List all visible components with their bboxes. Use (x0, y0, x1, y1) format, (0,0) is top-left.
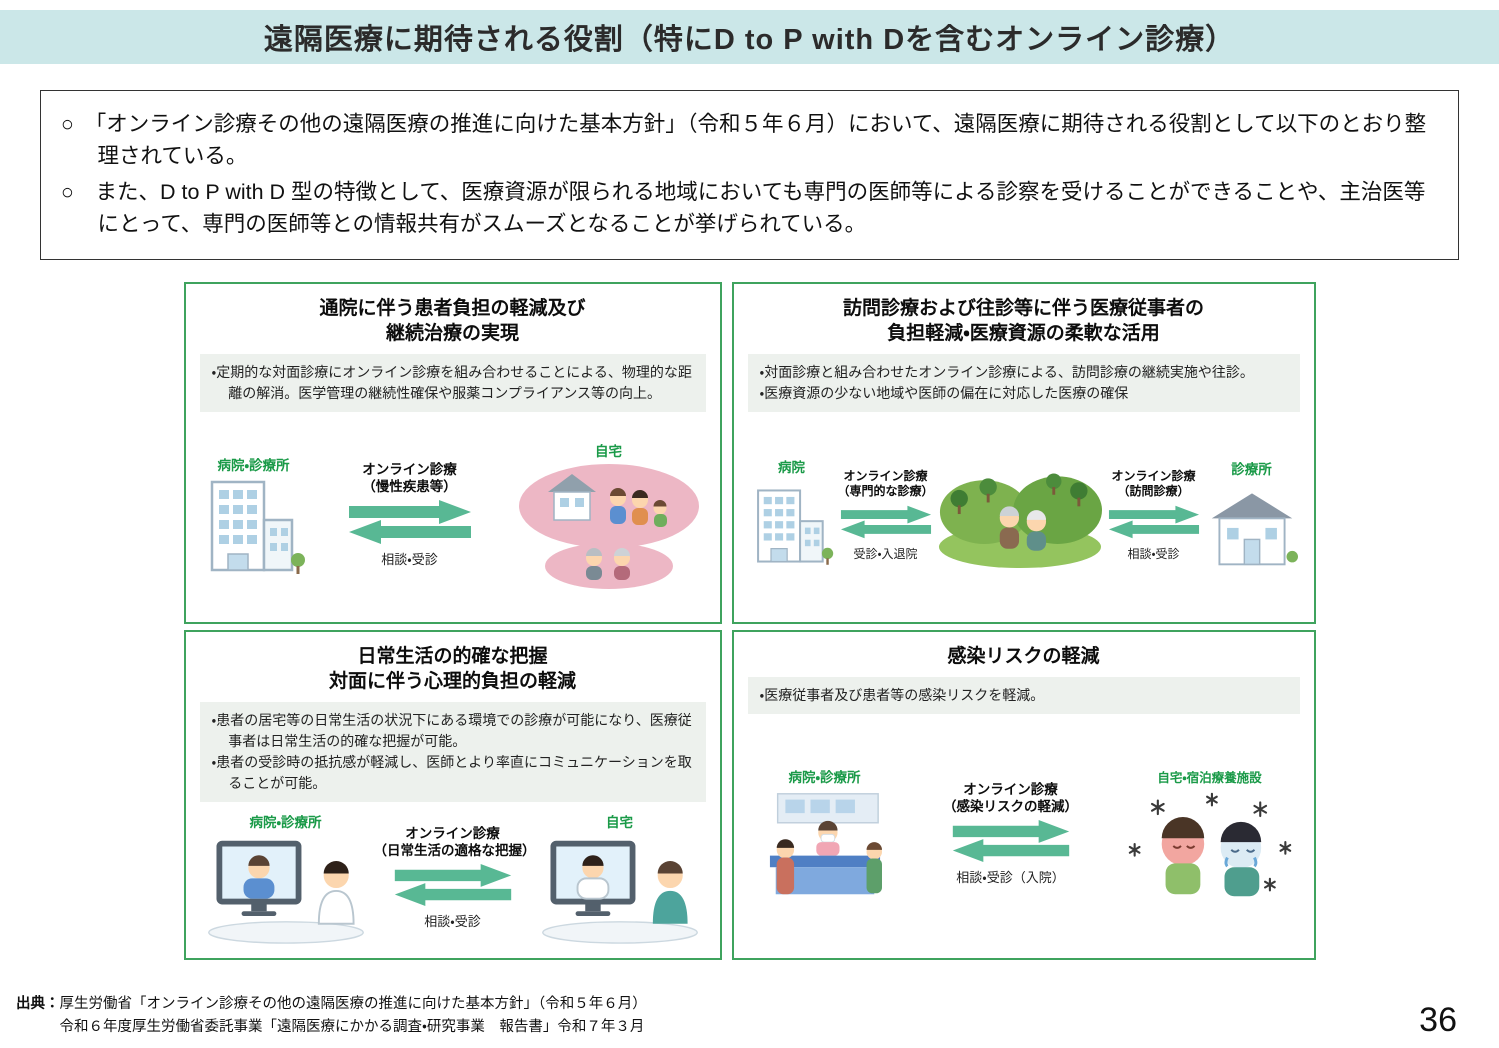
consult-label: 相談・受診 (424, 914, 481, 930)
place-label-home: 自宅 (606, 815, 633, 831)
exchange-arrows-icon (952, 820, 1069, 863)
online-care-label: オンライン診療 （日常生活の適格な把握） (373, 825, 536, 858)
bullet-item: ・医療資源の少ない地域や医師の偏在に対応した医療の確保 (759, 385, 1129, 402)
hospital-column: 病院・診療所 (202, 454, 306, 576)
exchange-arrows-icon (840, 505, 931, 538)
home-family-icon (518, 464, 699, 590)
panel-title: 感染リスクの軽減 (947, 646, 1100, 667)
place-label-hospital: 病院・診療所 (217, 458, 290, 474)
panel-outpatient-burden: 通院に伴う患者負担の軽減及び 継続治療の実現 ・定期的な対面診療にオンライン診療… (183, 282, 722, 624)
place-label-clinic: 診療所 (1231, 462, 1272, 478)
panel-title: 訪問診療および往診等に伴う医療従事者の 負担軽減・医療資源の柔軟な活用 (842, 298, 1204, 345)
panel-bullet-box: ・医療従事者及び患者等の感染リスクを軽減。 (747, 677, 1300, 715)
panel-daily-life-understanding: 日常生活の的確な把握 対面に伴う心理的負担の軽減 ・患者の居宅等の日常生活の状況… (183, 630, 722, 960)
hospital-column: 病院 (750, 456, 834, 574)
place-label-hospital: 病院 (778, 460, 805, 476)
panel-bullet-box: ・患者の居宅等の日常生活の状況下にある環境での診療が可能になり、医療従事者は日常… (199, 702, 706, 803)
reception-icon (769, 793, 882, 895)
panel-illustration: 病院・診療所 オンライン診療 （日常生活の適格な把握） (200, 802, 706, 950)
panel-bullet-box: ・定期的な対面診療にオンライン診療を組み合わせることによる、物理的な距離の解消。… (199, 354, 706, 413)
panel-title: 通院に伴う患者負担の軽減及び 継続治療の実現 (319, 298, 586, 345)
exchange-arrows-icon (348, 500, 471, 545)
home-column: 自宅・宿泊療養施設 (1122, 767, 1298, 902)
place-label-hospital: 病院・診療所 (788, 770, 861, 786)
panel-illustration: 病院 (748, 412, 1300, 614)
arrow-column: オンライン診療 （日常生活の適格な把握） 相談・受診 (373, 825, 536, 931)
panel-infection-risk: 感染リスクの軽減 ・医療従事者及び患者等の感染リスクを軽減。 病院・診療所 (731, 630, 1316, 960)
hospital-icon (756, 489, 833, 565)
panel-home-visit-care: 訪問診療および往診等に伴う医療従事者の 負担軽減・医療資源の柔軟な活用 ・対面診… (731, 282, 1316, 624)
home-column: 自宅 (514, 440, 704, 590)
place-label-home-facility: 自宅・宿泊療養施設 (1157, 770, 1262, 785)
page-number: 36 (1419, 1001, 1457, 1039)
bullet-item: ・対面診療と組み合わせたオンライン診療による、訪問診療の継続実施や往診。 (759, 364, 1254, 381)
page-title-bar: 遠隔医療に期待される役割（特にD to P with Dを含むオンライン診療） (0, 10, 1499, 64)
sick-patients-icon (1128, 792, 1291, 896)
place-label-home: 自宅 (595, 444, 622, 460)
clinic-column: 診療所 (1206, 458, 1298, 572)
exchange-arrows-icon (394, 864, 511, 907)
online-consult-patient-icon (541, 840, 698, 944)
rural-area-column (938, 457, 1102, 573)
online-care-label: オンライン診療 （感染リスクの軽減） (943, 781, 1078, 814)
source-label: 出典： (16, 996, 60, 1013)
panel-illustration: 病院・診療所 (748, 714, 1300, 950)
bullet-item: ・定期的な対面診療にオンライン診療を組み合わせることによる、物理的な距離の解消。… (211, 364, 692, 402)
summary-bullet: ○ また、D to P with D 型の特徴として、医療資源が限られる地域にお… (61, 179, 1426, 236)
online-care-label: オンライン診療 （慢性疾患等） (362, 461, 457, 494)
bullet-item: ・患者の居宅等の日常生活の状況下にある環境での診療が可能になり、医療従事者は日常… (211, 712, 692, 750)
bullet-item: ・医療従事者及び患者等の感染リスクを軽減。 (759, 687, 1045, 704)
consult-label: 相談・受診（入院） (956, 870, 1065, 886)
mountain-village-icon (938, 473, 1102, 569)
exchange-arrows-icon (1108, 505, 1199, 538)
hospital-column: 病院・診療所 (202, 811, 370, 945)
bullet-item: ・患者の受診時の抵抗感が軽減し、医師とより率直にコミュニケーションを取ることが可… (211, 754, 692, 792)
consult-label: 相談・受診 (381, 552, 438, 568)
summary-bullet: ○ 「オンライン診療その他の遠隔医療の推進に向けた基本方針」（令和５年６月）にお… (61, 112, 1427, 169)
summary-box: ○ 「オンライン診療その他の遠隔医療の推進に向けた基本方針」（令和５年６月）にお… (40, 90, 1459, 260)
hospital-icon (210, 480, 305, 575)
clinic-icon (1211, 493, 1298, 566)
source-line: 厚生労働省「オンライン診療その他の遠隔医療の推進に向けた基本方針」（令和５年６月… (59, 996, 647, 1013)
consult-label: 相談・受診 (1127, 546, 1180, 561)
online-consult-doctor-icon (207, 840, 364, 944)
arrow-column: オンライン診療 （感染リスクの軽減） 相談・受診（入院） (943, 782, 1078, 887)
arrow-column: オンライン診療 （慢性疾患等） 相談・受診 (345, 462, 475, 569)
place-label-hospital: 病院・診療所 (249, 815, 322, 831)
panel-illustration: 病院・診療所 (200, 412, 706, 614)
panel-grid: 通院に伴う患者負担の軽減及び 継続治療の実現 ・定期的な対面診療にオンライン診療… (183, 282, 1316, 960)
consult-label: 受診・入退院 (853, 546, 918, 561)
source-line: 令和６年度厚生労働省委託事業「遠隔医療にかかる調査・研究事業 報告書」令和７年３… (59, 1018, 645, 1035)
panel-bullet-box: ・対面診療と組み合わせたオンライン診療による、訪問診療の継続実施や往診。 ・医療… (747, 354, 1300, 413)
home-column: 自宅 (536, 811, 704, 945)
source-lines: 厚生労働省「オンライン診療その他の遠隔医療の推進に向けた基本方針」（令和５年６月… (60, 993, 647, 1038)
online-care-label: オンライン診療 （訪問診療） (1111, 468, 1196, 498)
hospital-column: 病院・診療所 (750, 766, 900, 902)
panel-title: 日常生活の的確な把握 対面に伴う心理的負担の軽減 (328, 646, 576, 693)
footer-source: 出典： 厚生労働省「オンライン診療その他の遠隔医療の推進に向けた基本方針」（令和… (16, 993, 647, 1038)
online-care-label: オンライン診療 （専門的な診療） (837, 468, 934, 498)
page-title: 遠隔医療に期待される役割（特にD to P with Dを含むオンライン診療） (263, 24, 1236, 56)
arrow-column-visit: オンライン診療 （訪問診療） 相談・受診 (1106, 469, 1202, 562)
arrow-column-specialist: オンライン診療 （専門的な診療） 受診・入退院 (838, 469, 934, 562)
